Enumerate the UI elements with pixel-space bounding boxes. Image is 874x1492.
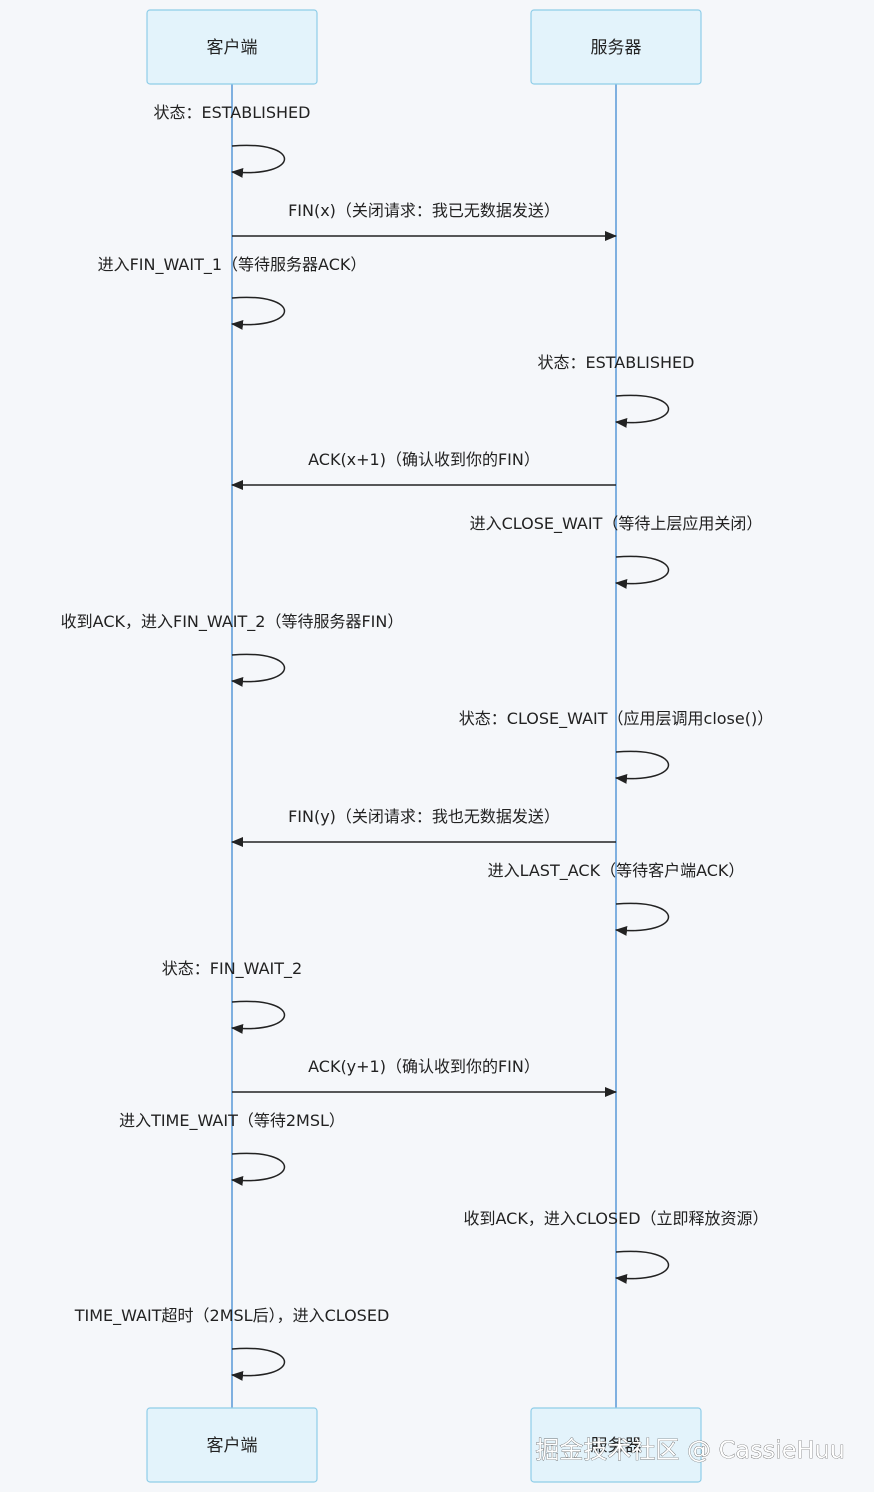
message-label: 进入CLOSE_WAIT（等待上层应用关闭） [470,514,763,534]
self-loop-arrow [231,1347,286,1381]
message-label: 进入TIME_WAIT（等待2MSL） [119,1111,345,1131]
message-label: 状态：CLOSE_WAIT（应用层调用close()） [459,709,773,729]
actor-client-top: 客户端 [146,9,318,85]
message-label: 收到ACK，进入CLOSED（立即释放资源） [463,1209,768,1228]
self-loop-arrow [615,1250,670,1284]
message-label: 收到ACK，进入FIN_WAIT_2（等待服务器FIN） [61,612,404,632]
self-loop-arrow [615,902,670,936]
actor-client-bottom-label: 客户端 [207,1436,258,1456]
message-label: 状态：ESTABLISHED [154,103,311,122]
self-loop-arrow [615,555,670,589]
message-label: FIN(x)（关闭请求：我已无数据发送） [288,201,560,220]
self-loop-arrow [615,394,670,428]
message-label: 状态：ESTABLISHED [538,353,695,372]
actor-server-bottom: 服务器 [530,1407,702,1483]
message-label: 状态：FIN_WAIT_2 [162,959,302,979]
message-label: 进入LAST_ACK（等待客户端ACK） [488,861,745,881]
self-loop-arrow [231,1152,286,1186]
actor-client-bottom: 客户端 [146,1407,318,1483]
self-loop-arrow [231,653,286,687]
self-loop-arrow [231,144,286,178]
actor-client-top-label: 客户端 [207,38,258,58]
message-label: TIME_WAIT超时（2MSL后），进入CLOSED [74,1306,390,1326]
self-loop-arrow [231,1000,286,1034]
self-loop-arrow [615,750,670,784]
message-label: ACK(x+1)（确认收到你的FIN） [308,450,540,469]
self-loop-arrow [231,296,286,330]
actor-server-bottom-label: 服务器 [591,1436,642,1456]
watermark-text: 掘金技术社区 @ CassieHuu [535,1436,845,1464]
message-label: ACK(y+1)（确认收到你的FIN） [308,1057,540,1076]
message-label: FIN(y)（关闭请求：我也无数据发送） [288,807,560,826]
actor-server-top: 服务器 [530,9,702,85]
message-label: 进入FIN_WAIT_1（等待服务器ACK） [98,255,367,275]
message-group: 状态：ESTABLISHED FIN(x)（关闭请求：我已无数据发送） 进入FIN_… [61,103,773,1381]
actor-server-top-label: 服务器 [591,38,642,58]
